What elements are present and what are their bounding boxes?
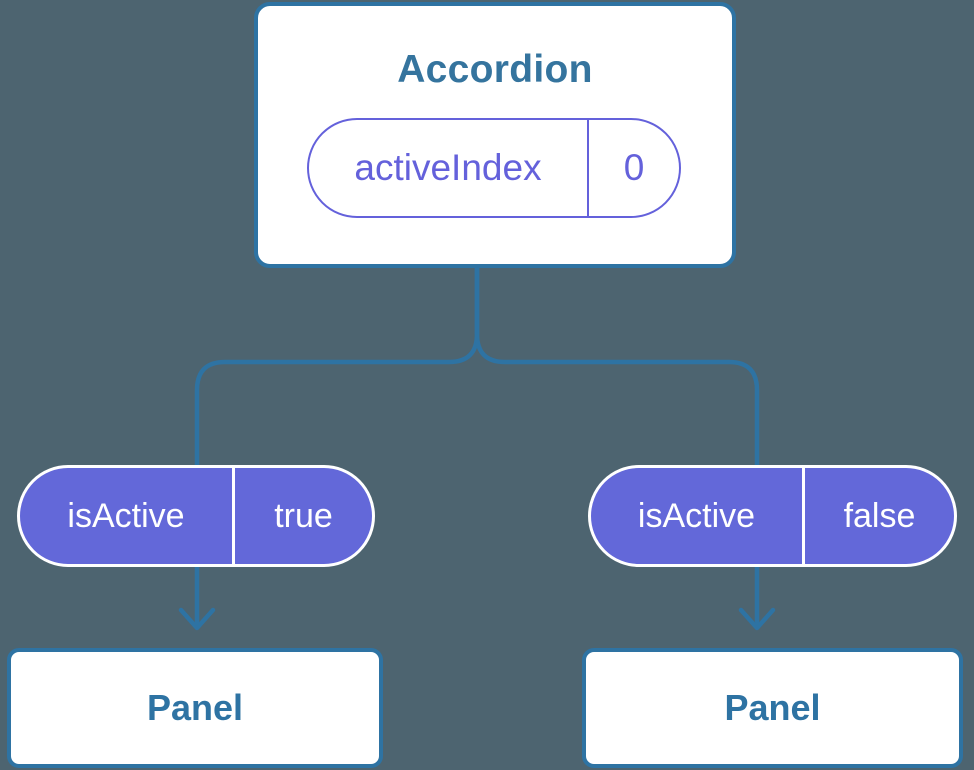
prop-value: 0 xyxy=(623,147,645,188)
node-title: Accordion xyxy=(397,48,593,91)
state-name: isActive xyxy=(591,468,805,564)
state-pill-left: isActive true xyxy=(17,465,375,567)
panel-label: Panel xyxy=(146,687,244,728)
arrow-down-left-icon xyxy=(178,607,216,631)
panel-node-right: Panel xyxy=(582,648,963,768)
panel-label: Panel xyxy=(724,687,821,728)
connector-right-branch xyxy=(474,263,760,629)
prop-name: activeIndex xyxy=(309,120,589,216)
state-value: false xyxy=(843,496,916,535)
connector-left-branch xyxy=(194,263,480,629)
state-pill-right: isActive false xyxy=(588,465,957,567)
arrow-down-right-icon xyxy=(738,607,776,631)
prop-pill: activeIndex 0 xyxy=(307,118,681,218)
panel-node-left: Panel xyxy=(7,648,383,768)
state-name: isActive xyxy=(20,468,235,564)
state-value: true xyxy=(274,496,333,535)
